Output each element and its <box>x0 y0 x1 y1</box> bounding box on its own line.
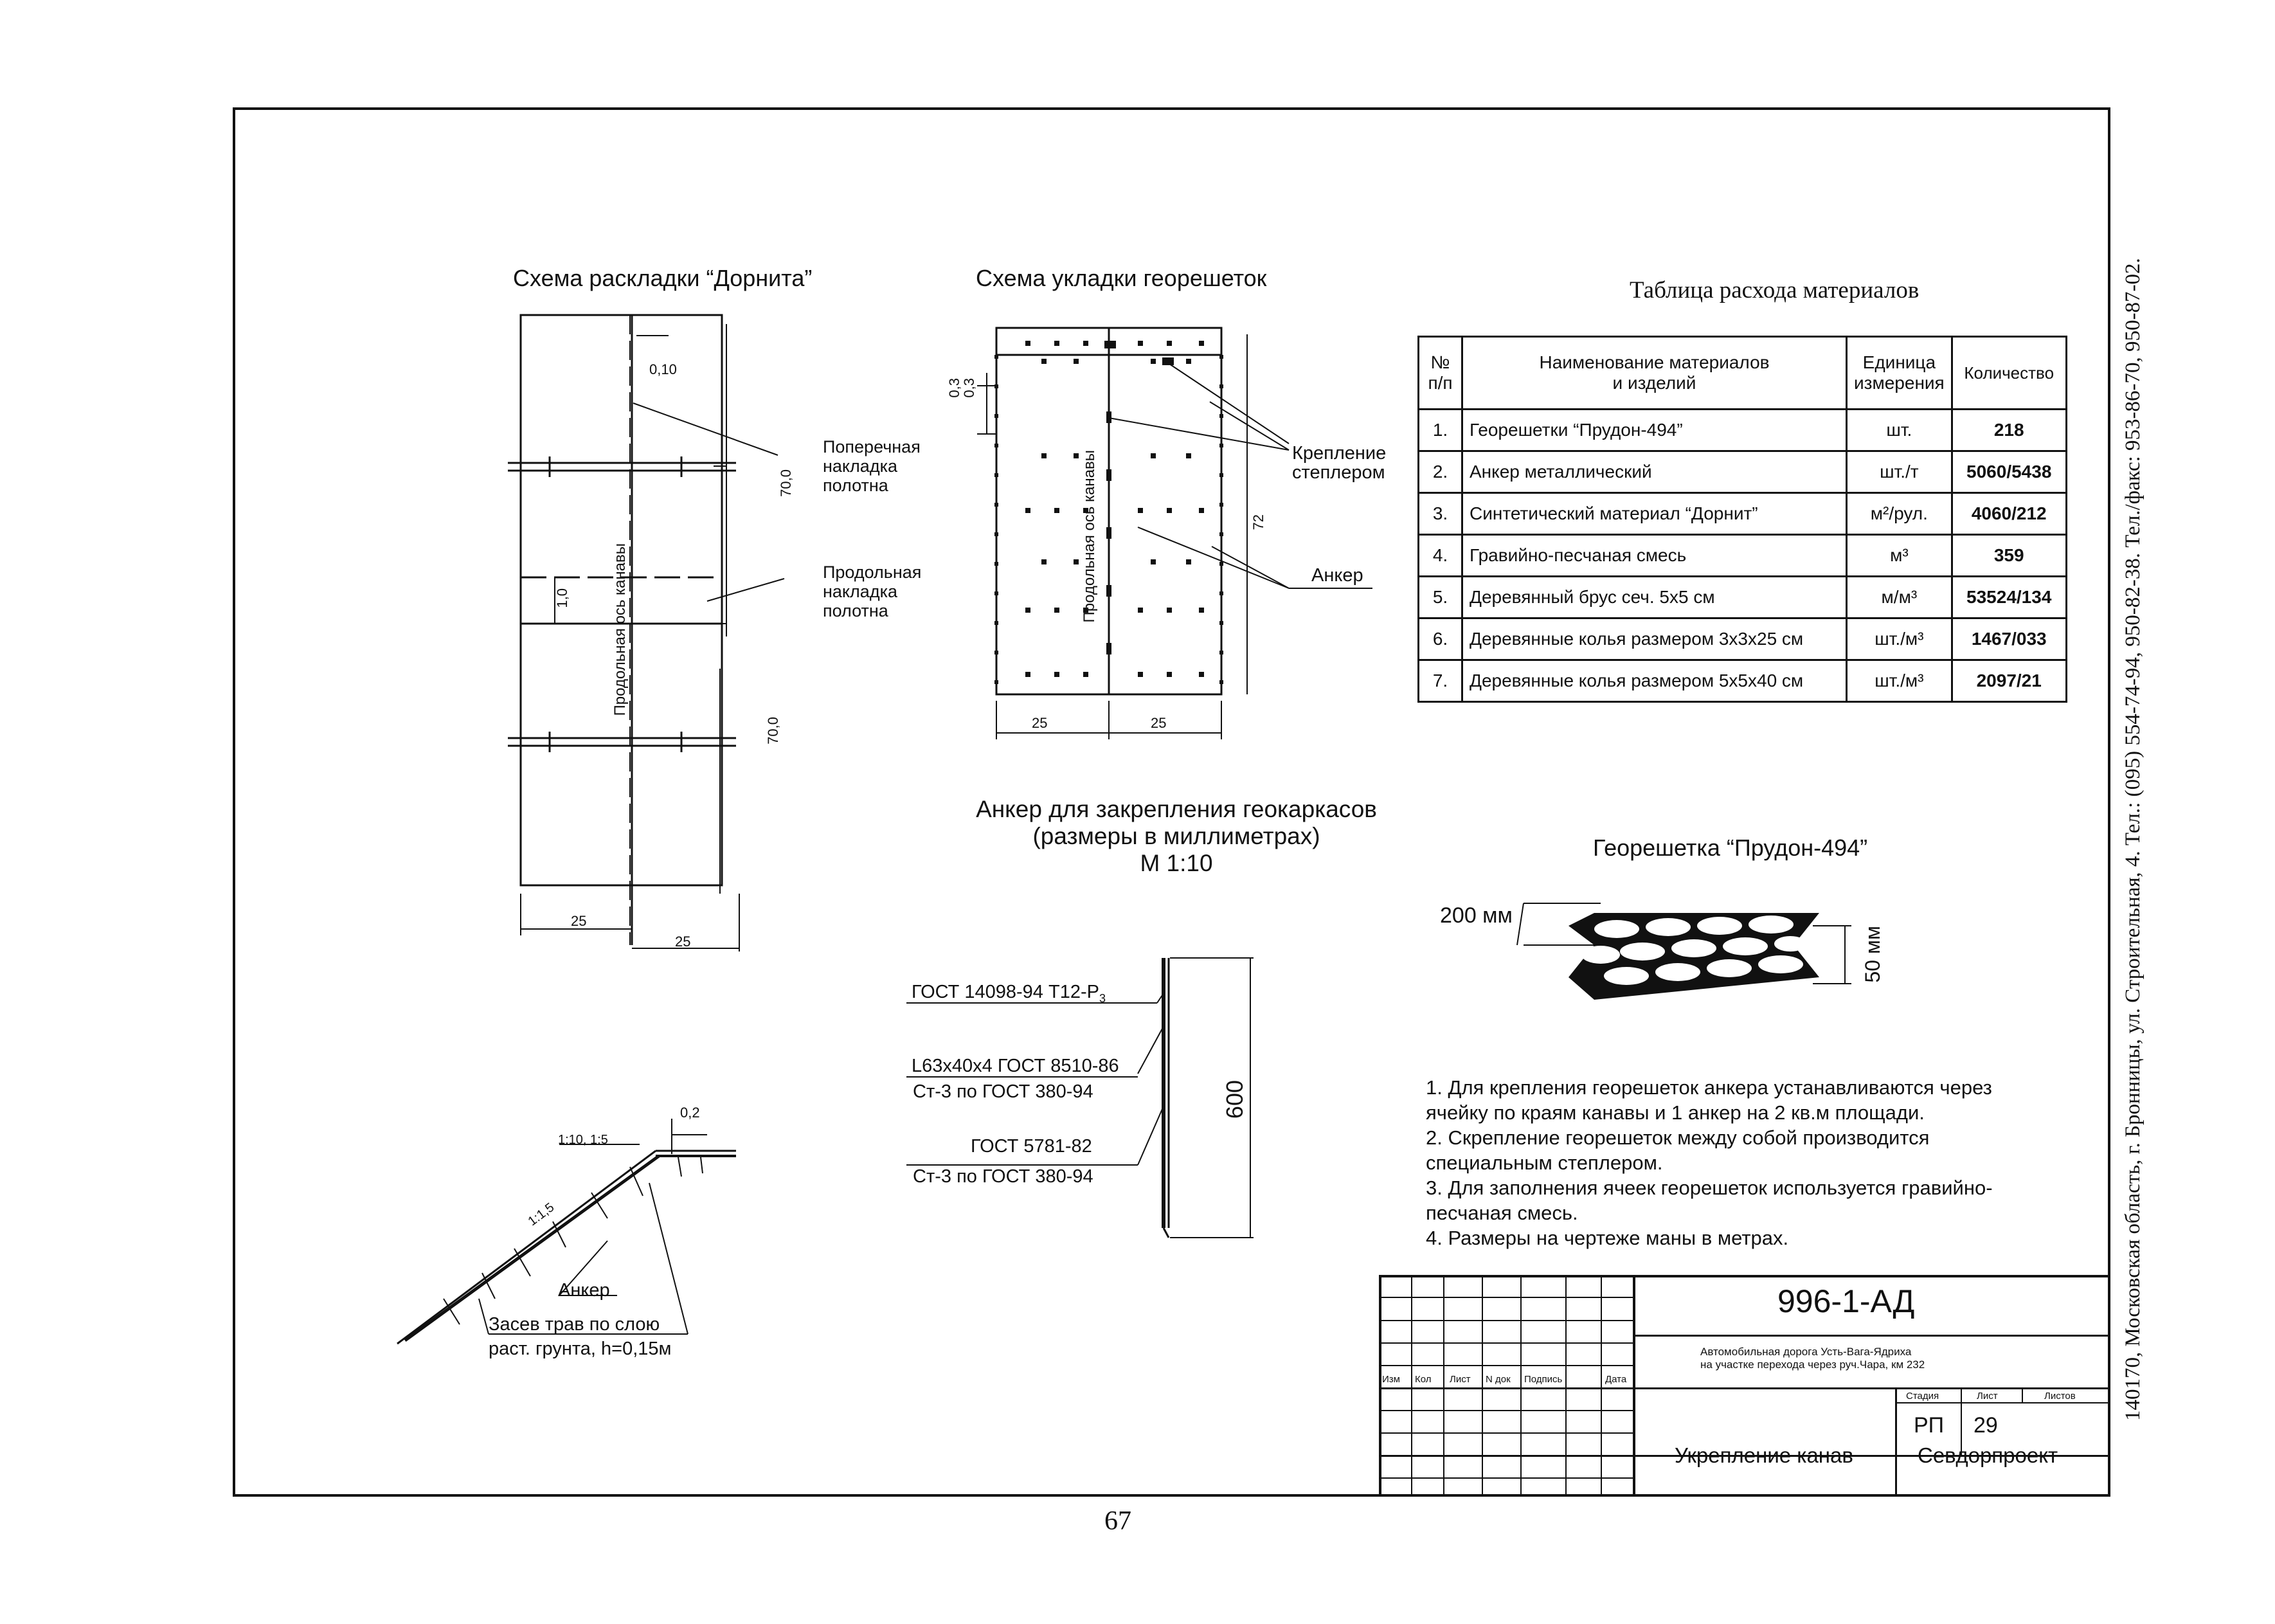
note-line: специальным степлером. <box>1426 1151 1663 1174</box>
grid-sample-drawing <box>1516 903 1851 1000</box>
dornit-axis-label: Продольная ось канавы <box>611 543 629 716</box>
anchor-gost2-b: Ст-3 по ГОСТ 380-94 <box>913 1081 1093 1102</box>
slope-sowing-a: Засев трав по слою <box>489 1314 660 1335</box>
grid-sample-title: Георешетка “Прудон-494” <box>1593 835 1868 861</box>
stamp-sheets-label: Листов <box>2044 1391 2076 1402</box>
stamp-project-a: Автомобильная дорога Усть-Вага-Ядриха <box>1700 1346 1912 1358</box>
dornit-dim-700-b: 70,0 <box>765 717 781 744</box>
stamp-col-ndoc: N док <box>1486 1374 1511 1385</box>
slope-ratio-top: 1:10, 1:5 <box>558 1133 608 1147</box>
note-line: песчаная смесь. <box>1426 1202 1578 1224</box>
georeshetki-title: Схема укладки георешеток <box>976 265 1267 291</box>
stamp-company: Севдорпроект <box>1918 1443 2058 1467</box>
table-row: 1.Георешетки “Прудон-494”шт.218 <box>1417 408 2067 452</box>
stamp-stage: РП <box>1914 1413 1945 1438</box>
dornit-dim-25-a: 25 <box>571 913 587 929</box>
dornit-dim-700-a: 70,0 <box>778 469 794 497</box>
geo-dim-25-a: 25 <box>1032 715 1048 731</box>
anchor-gost1: ГОСТ 14098-94 Т12-Р3 <box>912 982 1106 1005</box>
anchor-title: Анкер для закрепления геокаркасов(размер… <box>976 796 1377 876</box>
dornit-dim-010: 0,10 <box>649 361 677 377</box>
stamp-col-data: Дата <box>1605 1374 1627 1385</box>
geo-dim-72: 72 <box>1250 514 1266 530</box>
note-line: 2. Скрепление георешеток между собой про… <box>1426 1126 1930 1149</box>
stamp-col-list: Лист <box>1450 1374 1471 1385</box>
grid-dim-50: 50 мм <box>1861 926 1884 983</box>
note-line: ячейку по краям канавы и 1 анкер на 2 кв… <box>1426 1101 1925 1124</box>
stamp-col-podpis: Подпись <box>1524 1374 1563 1385</box>
slope-dim-02: 0,2 <box>680 1105 700 1121</box>
page-number: 67 <box>1104 1506 1131 1536</box>
anchor-drawing <box>906 957 1254 1238</box>
grid-dim-200: 200 мм <box>1440 903 1513 928</box>
stamp-drawing-title: Укрепление канав <box>1675 1443 1853 1467</box>
table-row: 3.Синтетический материал “Дорнит”м²/рул.… <box>1417 492 2067 536</box>
anchor-gost3-a: ГОСТ 5781-82 <box>971 1136 1092 1157</box>
slope-sowing-b: раст. грунта, h=0,15м <box>489 1339 672 1359</box>
stamp-project-b: на участке перехода через руч.Чара, км 2… <box>1700 1358 1925 1371</box>
sidebar-address: 140170, Московская область, г. Бронницы,… <box>2121 258 2145 1421</box>
geo-dim-03b: 0,3 <box>961 378 977 398</box>
dornit-dim-10: 1,0 <box>554 588 570 608</box>
stamp-col-izm: Изм <box>1382 1374 1400 1385</box>
dornit-dim-25-b: 25 <box>675 934 691 950</box>
stamp-col-kol: Кол <box>1415 1374 1432 1385</box>
note-line: 4. Размеры на чертеже маны в метрах. <box>1426 1227 1789 1249</box>
col-header-qty: Количество <box>1950 336 2067 410</box>
geo-anchor-label: Анкер <box>1311 565 1363 586</box>
dornit-scheme <box>508 314 785 952</box>
stamp-sheet-label: Лист <box>1977 1391 1998 1402</box>
note-line: 3. Для заполнения ячеек георешеток испол… <box>1426 1177 1993 1199</box>
anchor-gost2-a: L63х40х4 ГОСТ 8510-86 <box>912 1056 1119 1076</box>
anchor-dim-600: 600 <box>1221 1080 1248 1119</box>
stamp-sheet: 29 <box>1974 1413 1998 1438</box>
slope-section <box>397 1119 736 1345</box>
anchor-gost3-b: Ст-3 по ГОСТ 380-94 <box>913 1166 1093 1187</box>
note-line: 1. Для крепления георешеток анкера устан… <box>1426 1076 1992 1099</box>
georeshetki-scheme <box>977 327 1372 739</box>
notes: 1. Для крепления георешеток анкера устан… <box>1426 1075 1993 1250</box>
table-title: Таблица расхода материалов <box>1630 277 1920 303</box>
stamp-stage-label: Стадия <box>1906 1391 1939 1402</box>
stamp-code: 996-1-АД <box>1777 1283 1915 1319</box>
geo-axis-label: Продольная ось канавы <box>1081 450 1098 623</box>
drawing-frame <box>233 107 2110 1497</box>
dornit-title: Схема раскладки “Дорнита” <box>513 265 813 291</box>
title-block: Изм Кол Лист N док Подпись Дата 996-1-АД… <box>1379 1275 2110 1497</box>
geo-dim-25-b: 25 <box>1151 715 1167 731</box>
slope-anchor-label: Анкер <box>558 1280 610 1301</box>
